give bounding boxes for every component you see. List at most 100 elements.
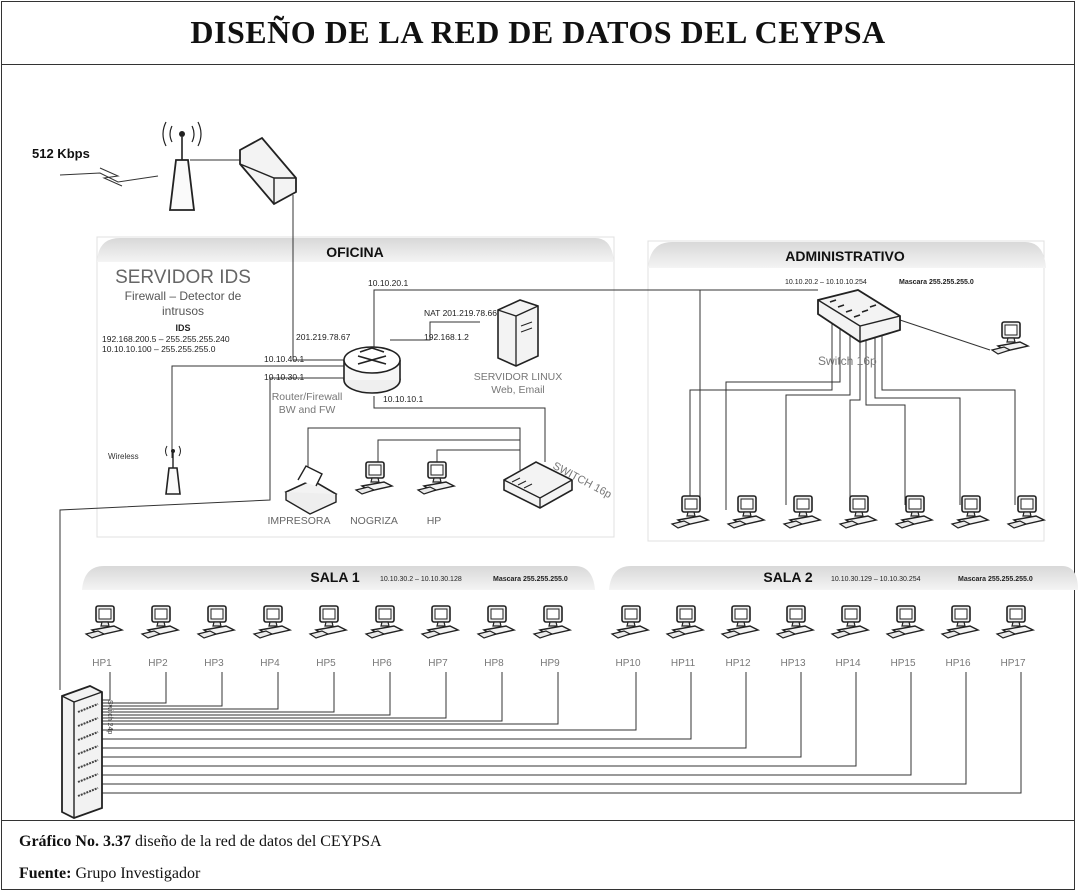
oficina-label: OFICINA [326, 244, 384, 260]
desktop-icon [365, 605, 403, 639]
wireless-label: Wireless [108, 452, 139, 461]
cable [102, 672, 802, 758]
desktop-icon [611, 605, 649, 639]
sala2-mask: Mascara 255.255.255.0 [958, 576, 1033, 583]
administrativo-range: 10.10.20.2 – 10.10.10.254 [785, 279, 867, 286]
router-ip-30: 10.10.30.1 [264, 372, 304, 382]
router-label-2: BW and FW [279, 404, 336, 416]
ids-label: IDS [175, 323, 190, 333]
server-icon [497, 299, 539, 367]
administrativo-zone [647, 240, 1046, 542]
cabling [59, 159, 1016, 690]
rack-cabling [102, 672, 1022, 794]
pc-label: HP13 [780, 658, 805, 669]
desktop-icon [477, 605, 515, 639]
sala2-label: SALA 2 [763, 569, 812, 585]
pc-label: HP8 [484, 658, 504, 669]
router-label-1: Router/Firewall [272, 391, 343, 403]
figure-caption: Gráfico No. 3.37 diseño de la red de dat… [19, 833, 382, 851]
desktop-icon [996, 605, 1034, 639]
desktop-icon [831, 605, 869, 639]
modem-icon [239, 136, 297, 206]
pc-label: HP5 [316, 658, 336, 669]
figure-label: Gráfico No. 3.37 [19, 833, 131, 850]
caption-area: Gráfico No. 3.37 diseño de la red de dat… [1, 820, 1075, 882]
source-text: Grupo Investigador [71, 865, 201, 882]
sala2-range: 10.10.30.129 – 10.10.30.254 [831, 576, 921, 583]
ids-ip-2: 10.10.10.100 – 255.255.255.0 [102, 344, 216, 354]
desktop-icon [533, 605, 571, 639]
pc-label: HP12 [725, 658, 750, 669]
ids-ip-1: 192.168.200.5 – 255.255.255.240 [102, 334, 230, 344]
figure-text: diseño de la red de datos del CEYPSA [130, 833, 382, 850]
pc-label: HP10 [615, 658, 640, 669]
linux-nat-ip: NAT 201.219.78.66 [424, 308, 497, 318]
cable [102, 672, 967, 785]
cable [102, 672, 111, 701]
sala1-zone [82, 566, 595, 590]
sala1-range: 10.10.30.2 – 10.10.30.128 [380, 576, 462, 583]
printer-icon [284, 465, 338, 515]
ids-server-title: SERVIDOR IDS [115, 267, 251, 288]
desktop-icon [666, 605, 704, 639]
pc-label: HP15 [890, 658, 915, 669]
pc-label: HP1 [92, 658, 112, 669]
cable [102, 672, 279, 710]
cable [102, 672, 167, 704]
pc-label: HP11 [671, 658, 696, 669]
desktop-icon [85, 605, 123, 639]
desktop-icon [197, 605, 235, 639]
administrativo-mask: Mascara 255.255.255.0 [899, 279, 974, 286]
router-ip-40: 10.10.40.1 [264, 354, 304, 364]
ids-server-subtitle-2: intrusos [162, 304, 204, 318]
oficina-device-label: HP [427, 515, 442, 527]
linux-label-2: Web, Email [491, 384, 545, 396]
pc-label: HP4 [260, 658, 280, 669]
rack-switch-label: Switch 24p [106, 700, 113, 734]
pc-label: HP3 [204, 658, 224, 669]
lightning-icon [99, 167, 123, 187]
desktop-icon [141, 605, 179, 639]
cable [102, 672, 503, 722]
cable [102, 672, 692, 740]
desktop-icon [886, 605, 924, 639]
desktop-icon [253, 605, 291, 639]
switch-icon [817, 289, 901, 343]
oficina-device-label: IMPRESORA [267, 515, 330, 527]
admin-switch-label: Switch 16p [818, 354, 877, 368]
pc-label: HP14 [835, 658, 860, 669]
linux-ip: 192.168.1.2 [424, 332, 469, 342]
pc-label: HP9 [540, 658, 560, 669]
sala1-label: SALA 1 [310, 569, 359, 585]
desktop-icon [721, 605, 759, 639]
desktop-icon [309, 605, 347, 639]
pc-label: HP6 [372, 658, 392, 669]
desktop-icon [941, 605, 979, 639]
cable [102, 672, 637, 731]
bandwidth-label: 512 Kbps [32, 146, 90, 161]
source-label: Fuente: [19, 865, 72, 882]
title-bar: DISEÑO DE LA RED DE DATOS DEL CEYPSA [1, 1, 1075, 65]
cable [102, 672, 391, 716]
source-caption: Fuente: Grupo Investigador [19, 865, 200, 883]
cable [102, 672, 559, 725]
pc-label: HP16 [945, 658, 970, 669]
router-wan-ip: 201.219.78.67 [296, 332, 351, 342]
administrativo-label: ADMINISTRATIVO [785, 248, 905, 264]
desktop-icon [776, 605, 814, 639]
cable [102, 672, 857, 767]
antenna-icon [162, 121, 202, 211]
pc-label: HP17 [1000, 658, 1025, 669]
ids-server-subtitle-1: Firewall – Detector de [125, 289, 242, 303]
ids-server-block: SERVIDOR IDS Firewall – Detector de intr… [102, 267, 251, 354]
cable [102, 672, 223, 707]
cable [102, 672, 447, 719]
sala2-zone [609, 566, 1078, 590]
pc-label: HP2 [148, 658, 168, 669]
switch-icon [503, 461, 573, 509]
sala2-pc-row: HP10 HP11 HP12 HP13 HP14 HP15 HP16 HP17 [611, 605, 1034, 669]
cable [102, 672, 335, 713]
